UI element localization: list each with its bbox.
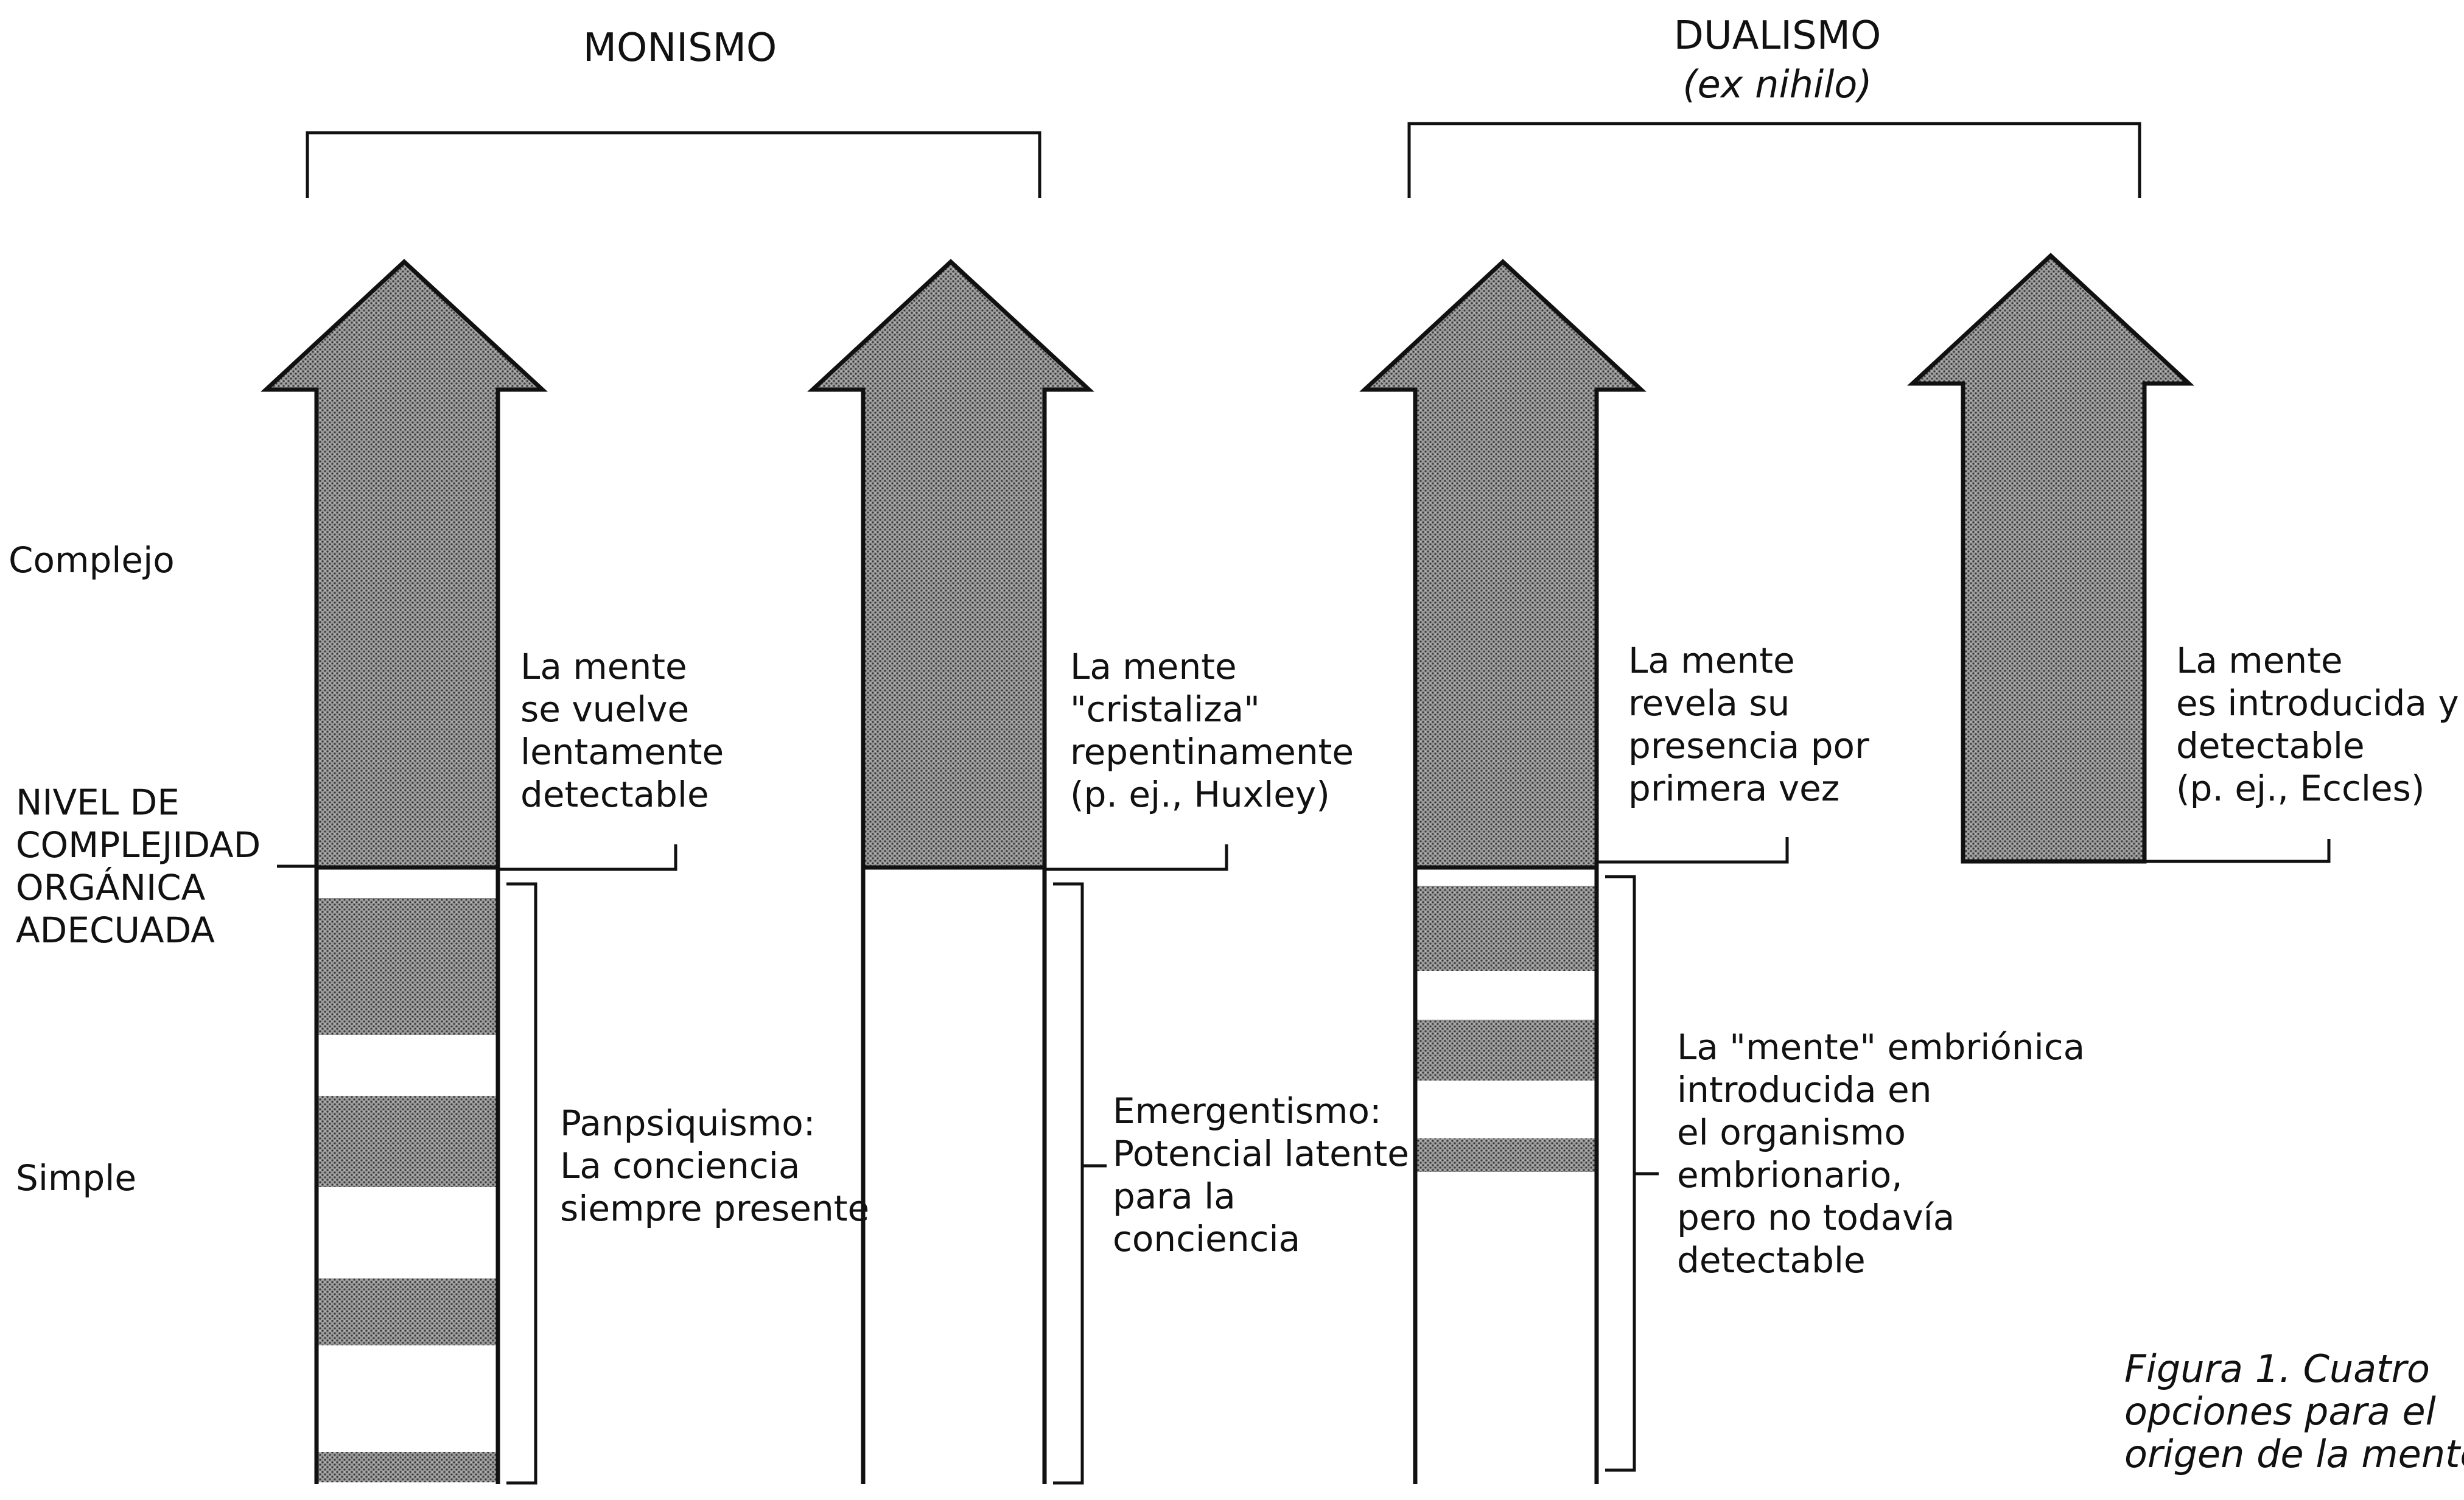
arrow-1-upper-line-1: La mente: [520, 646, 687, 687]
axis-complejo: Complejo: [9, 539, 175, 581]
arrow-emergentismo: [807, 259, 1094, 1484]
arrow-1-band-2: [318, 1096, 496, 1187]
arrow-1-lower-line-1: Panpsiquismo:: [560, 1102, 815, 1144]
axis-nivel-line-2: COMPLEJIDAD: [16, 824, 261, 866]
bracket-monismo: [306, 131, 1041, 198]
arrow-3-upper-line-3: presencia por: [1628, 725, 1869, 766]
arrow-2-upper-bracket: [1045, 844, 1228, 871]
arrow-2-upper-line-3: repentinamente: [1070, 731, 1354, 773]
arrow-1-lower-line-3: siempre presente: [560, 1188, 869, 1229]
arrow-3-head-shaft: [1359, 259, 1647, 870]
arrow-1-head-shaft: [261, 259, 548, 870]
arrow-4-upper-line-2: es introducida y: [2176, 682, 2459, 724]
axis-nivel-line-3: ORGÁNICA: [16, 866, 206, 908]
heading-monismo: MONISMO: [583, 26, 777, 71]
arrow-2-upper-line-4: (p. ej., Huxley): [1070, 774, 1330, 815]
caption-line-2: opciones para el: [2124, 1389, 2436, 1434]
arrow-2-lower-line-3: para la: [1113, 1176, 1236, 1217]
arrow-2-head-shaft: [807, 259, 1094, 870]
arrow-panpsiquismo: [261, 259, 548, 1484]
arrow-eccles: [1907, 253, 2194, 864]
arrow-3-upper-bracket: [1597, 837, 1789, 864]
arrow-3-upper-line-2: revela su: [1628, 682, 1790, 724]
arrow-3-band-1: [1417, 886, 1595, 971]
axis-nivel-line-4: ADECUADA: [16, 909, 215, 951]
arrow-2-upper-line-2: "cristaliza": [1070, 689, 1260, 730]
arrow-3-lower-line-2: introducida en: [1677, 1069, 1932, 1110]
arrow-2-lower-bracket: [1053, 882, 1084, 1485]
arrow-1-lower-line-2: La conciencia: [560, 1145, 800, 1186]
arrow-3-upper-line-1: La mente: [1628, 640, 1795, 681]
arrow-1-upper-line-3: lentamente: [520, 731, 724, 773]
arrow-1-lower-bracket: [506, 882, 537, 1485]
heading-dualismo-sub: (ex nihilo): [1682, 62, 1872, 107]
arrow-1-band-4: [318, 1452, 496, 1482]
heading-dualismo: DUALISMO: [1674, 13, 1881, 58]
arrow-4-upper-line-4: (p. ej., Eccles): [2176, 768, 2425, 809]
arrow-1-upper-line-4: detectable: [520, 774, 709, 815]
arrow-mente-embrionica: [1359, 259, 1647, 1484]
arrow-3-lower-bracket: [1605, 875, 1636, 1472]
arrow-3-lower-line-6: detectable: [1677, 1239, 1866, 1281]
arrow-3-lower-line-5: pero no todavía: [1677, 1197, 1955, 1238]
arrow-3-lower-line-3: el organismo: [1677, 1112, 1906, 1153]
arrow-3-lower-line-1: La "mente" embriónica: [1677, 1026, 2085, 1068]
axis-simple: Simple: [16, 1157, 136, 1199]
caption-line-3: origen de la mente: [2124, 1432, 2464, 1476]
arrow-2-lower-line-4: conciencia: [1113, 1218, 1300, 1260]
bracket-dualismo: [1407, 122, 2141, 198]
arrow-3-lower-line-4: embrionario,: [1677, 1154, 1903, 1196]
arrow-1-band-1: [318, 898, 496, 1035]
arrow-2-lower-line-1: Emergentismo:: [1113, 1090, 1382, 1132]
arrow-3-band-2: [1417, 1020, 1595, 1081]
arrow-3-band-3: [1417, 1138, 1595, 1172]
arrow-2-upper-line-1: La mente: [1070, 646, 1237, 687]
arrow-4-upper-line-1: La mente: [2176, 640, 2343, 681]
arrow-2-lower-line-2: Potencial latente: [1113, 1133, 1409, 1174]
caption-line-1: Figura 1. Cuatro: [2124, 1347, 2430, 1391]
arrow-1-band-3: [318, 1278, 496, 1345]
arrow-1-upper-bracket: [498, 844, 677, 871]
arrow-4-upper-bracket: [2144, 839, 2331, 863]
arrow-3-upper-line-4: primera vez: [1628, 768, 1839, 809]
arrow-4-head-shaft: [1907, 253, 2194, 864]
arrow-1-upper-line-2: se vuelve: [520, 689, 689, 730]
axis-nivel-line-1: NIVEL DE: [16, 782, 180, 823]
arrow-4-upper-line-3: detectable: [2176, 725, 2365, 766]
